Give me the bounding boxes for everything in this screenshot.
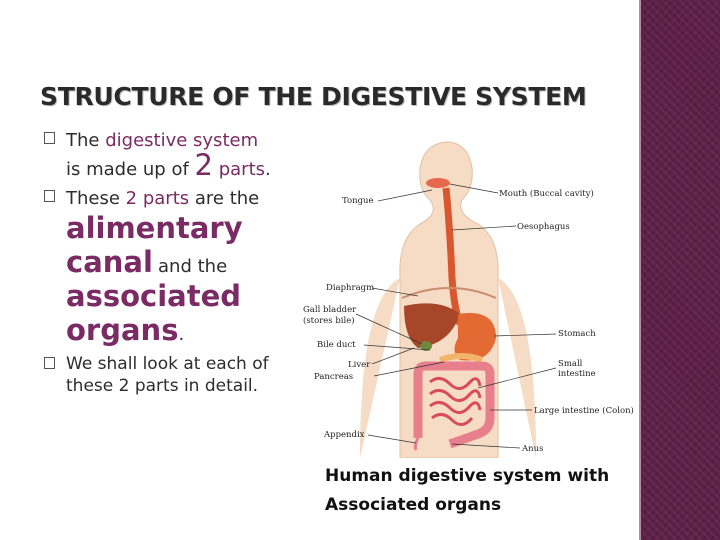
gall-bladder-shape — [420, 341, 432, 351]
liver-shape — [404, 303, 460, 348]
label-pancreas: Pancreas — [314, 372, 353, 382]
label-small-intestine-2: intestine — [558, 369, 596, 379]
bullet-1-dot: . — [265, 159, 271, 180]
checkbox-square-icon — [44, 357, 55, 369]
appendix-shape — [413, 437, 420, 451]
decorative-sidebar — [641, 0, 720, 540]
sidebar-edge — [639, 0, 641, 540]
bullet-2: These 2 parts are the alimentary canal a… — [44, 186, 304, 347]
diaphragm-shape — [401, 287, 497, 299]
figure-caption: Human digestive system with Associated o… — [325, 466, 610, 515]
digestive-system-diagram: Mouth (Buccal cavity) Tongue Oesophagus … — [303, 141, 634, 458]
bullet-2-and-the: and the — [158, 256, 228, 277]
label-anus: Anus — [521, 444, 543, 454]
checkbox-square-icon — [44, 132, 55, 144]
label-oesophagus: Oesophagus — [517, 222, 570, 232]
bullet-2-these: These — [66, 188, 120, 209]
bullet-3-text: We shall look at each of these 2 parts i… — [66, 354, 269, 396]
label-tongue: Tongue — [342, 196, 374, 206]
mouth-shape — [426, 178, 450, 188]
small-intestine-shape — [429, 377, 482, 426]
slide-title: STRUCTURE OF THE DIGESTIVE SYSTEM — [40, 82, 587, 111]
bullet-2-two-parts: 2 parts — [125, 188, 190, 209]
bullet-2-organs: organs — [66, 313, 179, 347]
label-mouth: Mouth (Buccal cavity) — [499, 188, 594, 199]
bullet-list: The digestive system is made up of 2 par… — [44, 128, 304, 401]
stomach-shape — [454, 313, 496, 361]
bullet-1-two: 2 — [194, 148, 213, 182]
bullet-1-digestive-system: digestive system — [105, 130, 259, 151]
bullet-2-alimentary: alimentary — [66, 211, 243, 245]
label-appendix: Appendix — [323, 430, 365, 440]
bullet-2-are-the: are the — [194, 188, 260, 209]
leader-lines — [355, 183, 557, 449]
label-large-intestine: Large intestine (Colon) — [534, 405, 634, 416]
pancreas-shape — [438, 353, 484, 363]
label-gall-bladder-1: Gall bladder — [303, 305, 357, 315]
label-small-intestine-1: Small — [558, 359, 583, 369]
bullet-1-parts: parts — [218, 159, 266, 180]
label-stomach: Stomach — [558, 329, 596, 339]
bullet-2-dot: . — [178, 324, 185, 345]
label-bile-duct: Bile duct — [317, 340, 356, 350]
bullet-2-associated: associated — [66, 279, 242, 313]
bullet-1-the: The — [66, 130, 100, 151]
label-gall-bladder-2: (stores bile) — [303, 315, 355, 326]
bullet-2-canal: canal — [66, 245, 153, 279]
bullet-1: The digestive system is made up of 2 par… — [44, 128, 304, 182]
label-liver: Liver — [348, 360, 371, 370]
bullet-3: We shall look at each of these 2 parts i… — [44, 353, 306, 397]
checkbox-square-icon — [44, 190, 55, 202]
bullet-1-made-up-of: is made up of — [66, 159, 189, 180]
label-diaphragm: Diaphragm — [326, 283, 374, 293]
large-intestine-shape — [413, 361, 495, 449]
